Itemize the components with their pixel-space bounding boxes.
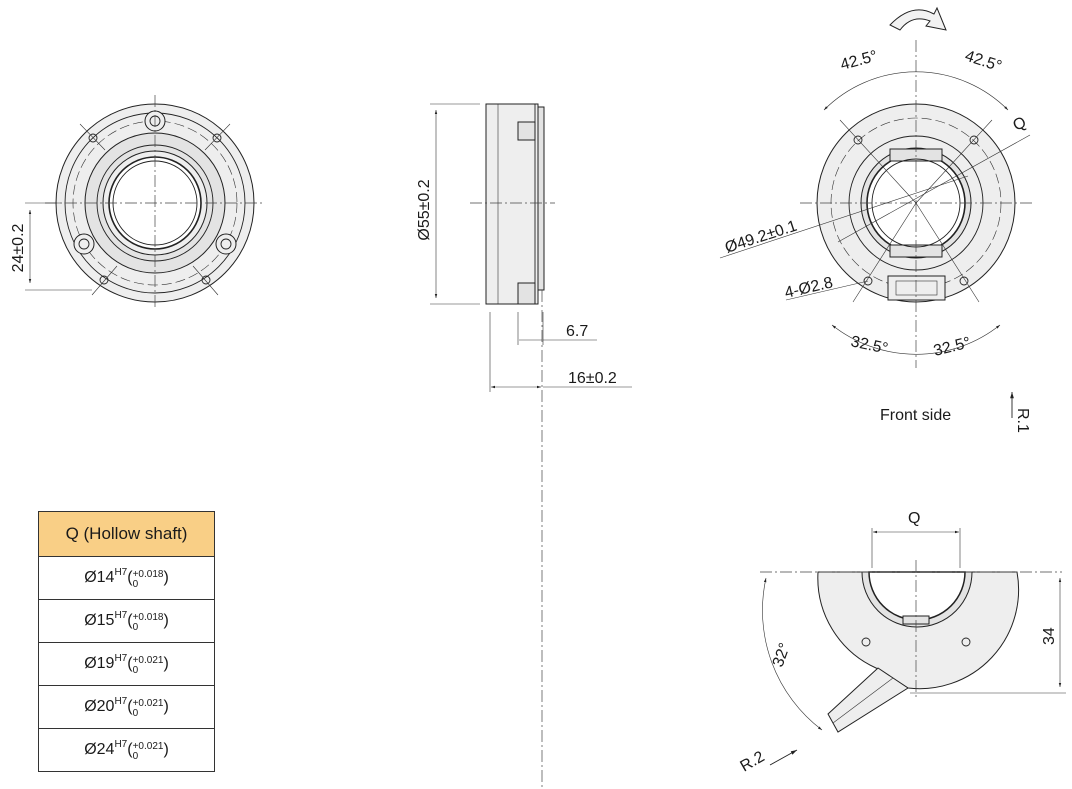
angle-top-left-label: 42.5° (839, 48, 880, 74)
bottom-view: Q 34 32° R.2 (738, 510, 1066, 775)
tolerance-lower: 0 (132, 664, 139, 676)
dim-24-label: 24±0.2 (10, 223, 27, 272)
tolerance-lower: 0 (132, 750, 139, 762)
shaft-diameter: Ø15 (84, 611, 115, 629)
tolerance-upper: +0.018 (132, 568, 164, 580)
q-label: Q (1011, 114, 1029, 135)
table-header: Q (Hollow shaft) (38, 511, 215, 557)
angle-bottom-right-label: 32.5° (932, 334, 973, 360)
angle-top-right-label: 42.5° (963, 48, 1004, 76)
fit-class: H7 (114, 738, 128, 750)
tolerance-upper: +0.021 (132, 740, 164, 752)
shaft-diameter: Ø14 (84, 568, 115, 586)
shaft-diameter: Ø19 (84, 654, 115, 672)
dim-16-label: 16±0.2 (568, 370, 617, 387)
shaft-diameter: Ø24 (84, 740, 115, 758)
pitch-diameter-label: Ø49.2±0.1 (723, 218, 799, 257)
side-view: Ø55±0.2 6.7 16±0.2 (416, 103, 632, 789)
dim-34-label: 34 (1041, 627, 1058, 645)
tolerance-upper: +0.021 (132, 654, 164, 666)
dim-6.7-label: 6.7 (566, 323, 588, 340)
shaft-diameter: Ø20 (84, 697, 115, 715)
dim-55-label: Ø55±0.2 (416, 179, 433, 240)
tolerance-lower: 0 (132, 578, 139, 590)
tolerance-upper: +0.018 (132, 611, 164, 623)
tolerance-upper: +0.021 (132, 697, 164, 709)
fit-class: H7 (114, 652, 128, 664)
r1-label: R.1 (1014, 408, 1031, 433)
holes-label: 4-Ø2.8 (783, 274, 835, 302)
tolerance-lower: 0 (132, 621, 139, 633)
left-view: 24±0.2 (10, 95, 265, 310)
angle-32-label: 32° (770, 641, 794, 670)
fit-class: H7 (114, 695, 128, 707)
fit-class: H7 (114, 609, 128, 621)
tolerance-lower: 0 (132, 707, 139, 719)
front-side-caption: Front side (880, 407, 951, 424)
angle-bottom-left-label: 32.5° (849, 333, 889, 357)
r2-label: R.2 (738, 748, 768, 775)
front-view: 42.5° 42.5° Q Ø49.2±0.1 4-Ø2.8 32.5° 32.… (719, 6, 1035, 433)
q-dimension-label: Q (908, 510, 920, 527)
fit-class: H7 (114, 566, 128, 578)
